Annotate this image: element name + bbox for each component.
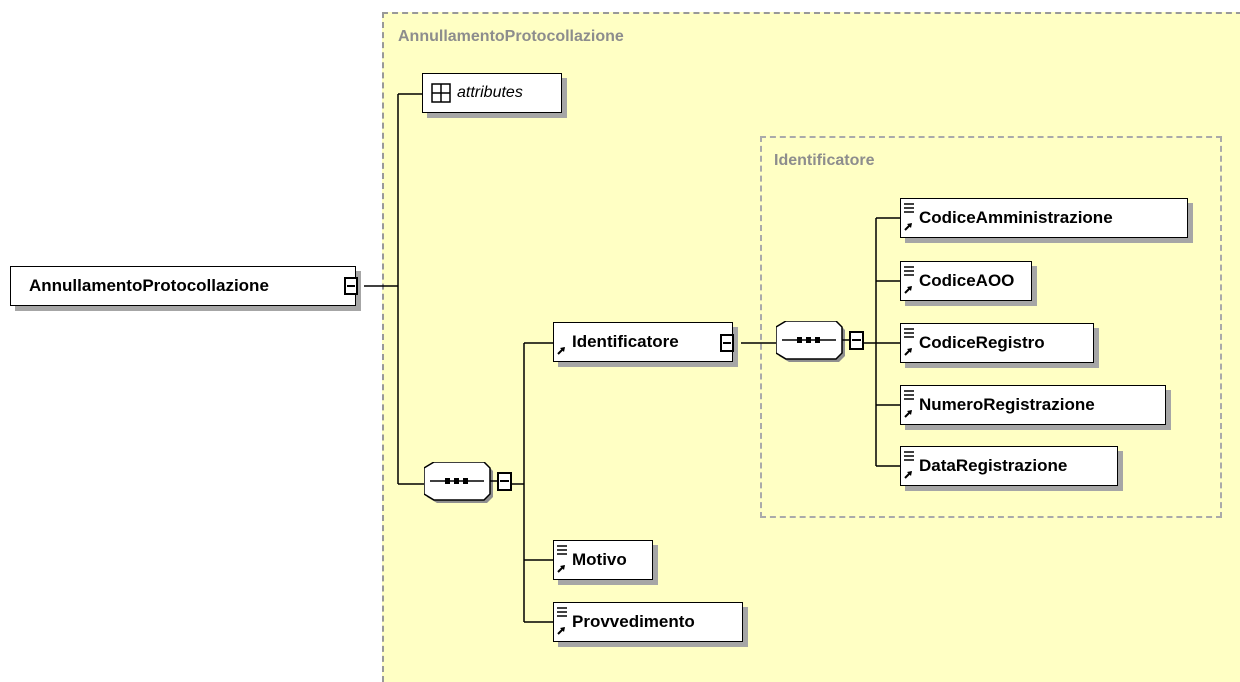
grid-icon	[431, 83, 451, 103]
collapse-toggle[interactable]	[720, 334, 734, 352]
codice-registro-element[interactable]: CodiceRegistro	[900, 323, 1094, 363]
region-title: Identificatore	[774, 152, 875, 169]
element-label: NumeroRegistrazione	[919, 395, 1095, 414]
identificatore-element[interactable]: Identificatore	[553, 322, 733, 362]
attributes-label: attributes	[457, 84, 523, 101]
identificatore-label: Identificatore	[572, 332, 679, 351]
sequence-compositor-icon[interactable]	[424, 462, 512, 506]
simple-element-ref-icon	[904, 266, 914, 294]
sequence-compositor-icon[interactable]	[776, 321, 864, 365]
element-label: CodiceAmministrazione	[919, 208, 1113, 227]
provvedimento-label: Provvedimento	[572, 612, 695, 631]
element-ref-icon	[557, 347, 565, 355]
root-element[interactable]: AnnullamentoProtocollazione	[10, 266, 356, 306]
simple-element-ref-icon	[904, 451, 914, 479]
simple-element-ref-icon	[904, 328, 914, 356]
simple-element-ref-icon	[557, 545, 567, 573]
attributes-box[interactable]: attributes	[422, 73, 562, 113]
codice-aoo-element[interactable]: CodiceAOO	[900, 261, 1032, 301]
provvedimento-element[interactable]: Provvedimento	[553, 602, 743, 642]
simple-element-ref-icon	[557, 607, 567, 635]
collapse-toggle[interactable]	[344, 277, 358, 295]
element-label: CodiceAOO	[919, 271, 1015, 290]
motivo-element[interactable]: Motivo	[553, 540, 653, 580]
numero-registrazione-element[interactable]: NumeroRegistrazione	[900, 385, 1166, 425]
simple-element-ref-icon	[904, 203, 914, 231]
identificatore-type-region: Identificatore	[760, 136, 1222, 518]
region-title: AnnullamentoProtocollazione	[398, 28, 624, 45]
root-element-label: AnnullamentoProtocollazione	[29, 276, 269, 295]
simple-element-ref-icon	[904, 390, 914, 418]
data-registrazione-element[interactable]: DataRegistrazione	[900, 446, 1118, 486]
element-label: CodiceRegistro	[919, 333, 1045, 352]
element-label: DataRegistrazione	[919, 456, 1068, 475]
motivo-label: Motivo	[572, 550, 627, 569]
codice-amministrazione-element[interactable]: CodiceAmministrazione	[900, 198, 1188, 238]
connector-lines	[364, 93, 900, 623]
